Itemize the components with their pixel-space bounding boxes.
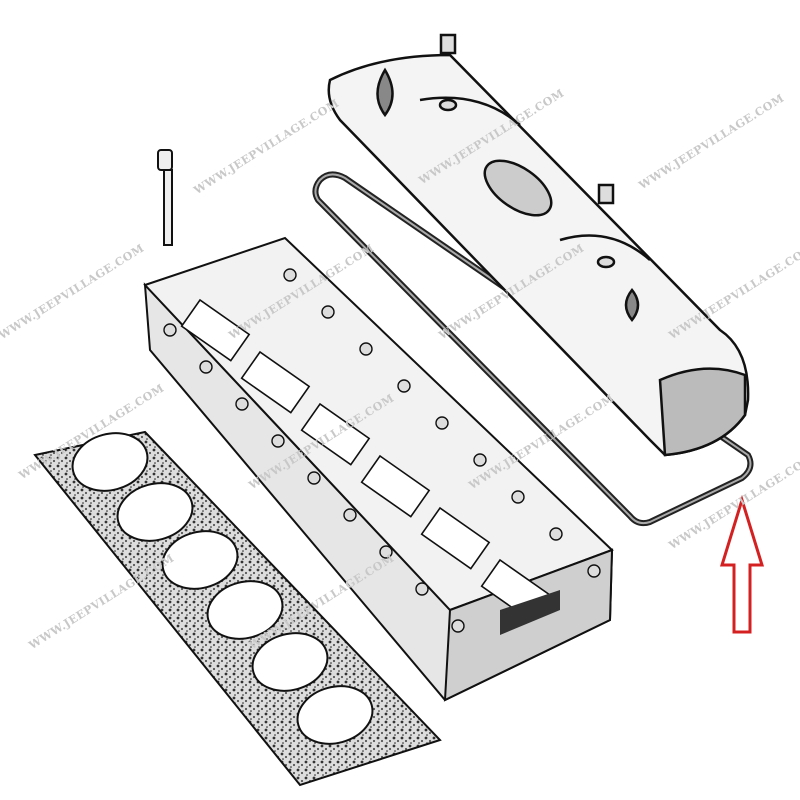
cylinder-head (143, 236, 614, 702)
stud-boss (511, 490, 525, 504)
valve-cover-gasket (312, 171, 754, 527)
stud-boss (235, 397, 249, 411)
stud-boss (397, 379, 411, 393)
stud-boss (451, 619, 465, 633)
highlight-arrow (719, 494, 765, 634)
stud-boss (321, 305, 335, 319)
stud-boss (271, 434, 285, 448)
cylinder-bore-hole (251, 632, 329, 692)
stud-boss (283, 268, 297, 282)
stud-boss (307, 471, 321, 485)
cylinder-bore-hole (116, 482, 194, 542)
head-gasket (33, 430, 442, 787)
combustion-chamber (300, 402, 371, 466)
valve-cover (327, 33, 750, 457)
stud-boss (473, 453, 487, 467)
cylinder-bore-hole (206, 580, 284, 640)
stud-boss (435, 416, 449, 430)
head-bolt (157, 149, 173, 246)
stud-boss (163, 323, 177, 337)
cylinder-bore-hole (71, 432, 149, 492)
stud-boss (587, 564, 601, 578)
cylinder-bore-hole (161, 530, 239, 590)
combustion-chamber (180, 298, 251, 362)
stud-boss (549, 527, 563, 541)
combustion-chamber (420, 506, 491, 570)
stud-boss (359, 342, 373, 356)
stud-boss (379, 545, 393, 559)
combustion-chamber (360, 454, 431, 518)
stud-boss (415, 582, 429, 596)
combustion-chamber (240, 350, 311, 414)
stud-boss (343, 508, 357, 522)
cylinder-bore-hole (296, 685, 374, 745)
stud-boss (199, 360, 213, 374)
